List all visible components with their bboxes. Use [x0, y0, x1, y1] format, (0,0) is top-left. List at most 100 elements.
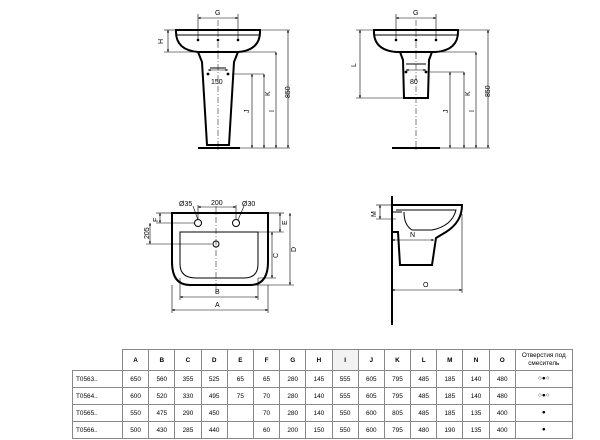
table-cell: 140	[462, 370, 490, 388]
col-header: F	[252, 349, 281, 371]
col-header: O	[488, 349, 516, 371]
table-cell	[226, 421, 254, 439]
table-cell: 795	[383, 387, 412, 405]
dim-200: 200	[211, 200, 223, 207]
col-header: K	[383, 349, 412, 371]
dim-d35: Ø35	[179, 201, 192, 208]
table-cell: 290	[174, 404, 202, 422]
col-header: N	[462, 349, 490, 371]
dim-label-i: I	[269, 110, 276, 112]
table-cell: 70	[252, 387, 281, 405]
top-view: 200 Ø35 Ø30 F 205 E C D B A	[144, 200, 298, 313]
table-cell: 560	[148, 370, 176, 388]
table-cell: 600	[357, 404, 385, 422]
dim-80: 80	[410, 79, 418, 86]
table-cell: 140	[305, 404, 333, 422]
table-cell: 440	[200, 421, 228, 439]
row-code: T0563..	[72, 370, 123, 388]
col-header: A	[121, 349, 150, 371]
table-cell: 550	[121, 404, 150, 422]
table-cell: 500	[121, 421, 150, 439]
table-cell: 600	[121, 387, 150, 405]
table-cell: 330	[174, 387, 202, 405]
dim-label-b: B	[215, 289, 220, 296]
table-cell: 355	[174, 370, 202, 388]
table-cell: 485	[410, 387, 438, 405]
row-code: T0564..	[72, 387, 123, 405]
table-cell: 190	[436, 421, 464, 439]
dim-label-a: A	[215, 302, 220, 309]
dim-label-d: D	[291, 247, 298, 252]
col-header: B	[148, 349, 176, 371]
dim-d30: Ø30	[242, 201, 255, 208]
table-cell: 480	[488, 387, 516, 405]
dim-label-g-right: G	[413, 10, 418, 17]
table-cell: 480	[410, 421, 438, 439]
row-code: T0565..	[72, 404, 123, 422]
dim-label-g: G	[215, 10, 220, 17]
dim-label-o: O	[423, 282, 429, 289]
dim-label-i-right: I	[469, 110, 476, 112]
dimensions-table: A B C D E F G H I J K L M N O Отверстия …	[72, 349, 573, 439]
table-cell: 605	[357, 370, 385, 388]
table-cell: 805	[383, 404, 412, 422]
dim-label-m: M	[371, 211, 378, 217]
col-header: L	[410, 349, 438, 371]
table-cell: 135	[462, 404, 490, 422]
table-cell: 150	[305, 421, 333, 439]
table-cell: 140	[462, 387, 490, 405]
dim-label-f: F	[153, 218, 160, 222]
technical-drawing: G H 150 J K I 850 G	[144, 10, 492, 325]
dim-850-right: 850	[485, 85, 492, 97]
table-cell: 450	[200, 404, 228, 422]
front-view-semi-pedestal: G L 80 J K I 850	[351, 10, 492, 150]
col-header: I	[331, 349, 359, 371]
dim-150: 150	[211, 79, 223, 86]
col-header: E	[226, 349, 254, 371]
table-cell: 285	[174, 421, 202, 439]
table-cell: 795	[383, 370, 412, 388]
table-cell: 480	[488, 370, 516, 388]
table-cell: 65	[252, 370, 281, 388]
table-cell: 400	[488, 404, 516, 422]
row-code: T0566..	[72, 421, 123, 439]
table-cell: 485	[410, 404, 438, 422]
dim-label-k: K	[265, 91, 272, 96]
table-cell: 70	[252, 404, 281, 422]
table-cell: 475	[148, 404, 176, 422]
table-cell: 650	[121, 370, 150, 388]
tap-hole-symbol: ●	[514, 421, 573, 439]
table-cell: 140	[305, 387, 333, 405]
table-corner	[72, 349, 123, 371]
table-cell: 525	[200, 370, 228, 388]
table-cell: 600	[357, 421, 385, 439]
side-view: M N O	[371, 196, 464, 325]
table-cell: 60	[252, 421, 281, 439]
table-cell: 280	[279, 404, 307, 422]
col-header: G	[279, 349, 307, 371]
tap-hole-symbol: ○●○	[514, 387, 573, 405]
table-cell: 555	[331, 370, 359, 388]
table-cell: 430	[148, 421, 176, 439]
col-header: J	[357, 349, 385, 371]
dim-label-l: L	[351, 63, 358, 67]
table-cell: 485	[410, 370, 438, 388]
table-cell: 75	[226, 387, 254, 405]
tap-hole-symbol: ○●○	[514, 370, 573, 388]
table-header-row: A B C D E F G H I J K L M N O Отверстия …	[72, 349, 573, 371]
col-header-tap-holes: Отверстия под смеситель	[514, 349, 573, 371]
dim-label-e: E	[282, 220, 289, 225]
table-cell: 280	[279, 370, 307, 388]
dim-850-left: 850	[285, 86, 292, 98]
table-cell: 135	[462, 421, 490, 439]
table-cell: 145	[305, 370, 333, 388]
table-cell: 520	[148, 387, 176, 405]
dim-label-c: C	[273, 253, 280, 258]
table-cell: 555	[331, 387, 359, 405]
col-header: C	[174, 349, 202, 371]
dim-label-j: J	[244, 110, 251, 114]
